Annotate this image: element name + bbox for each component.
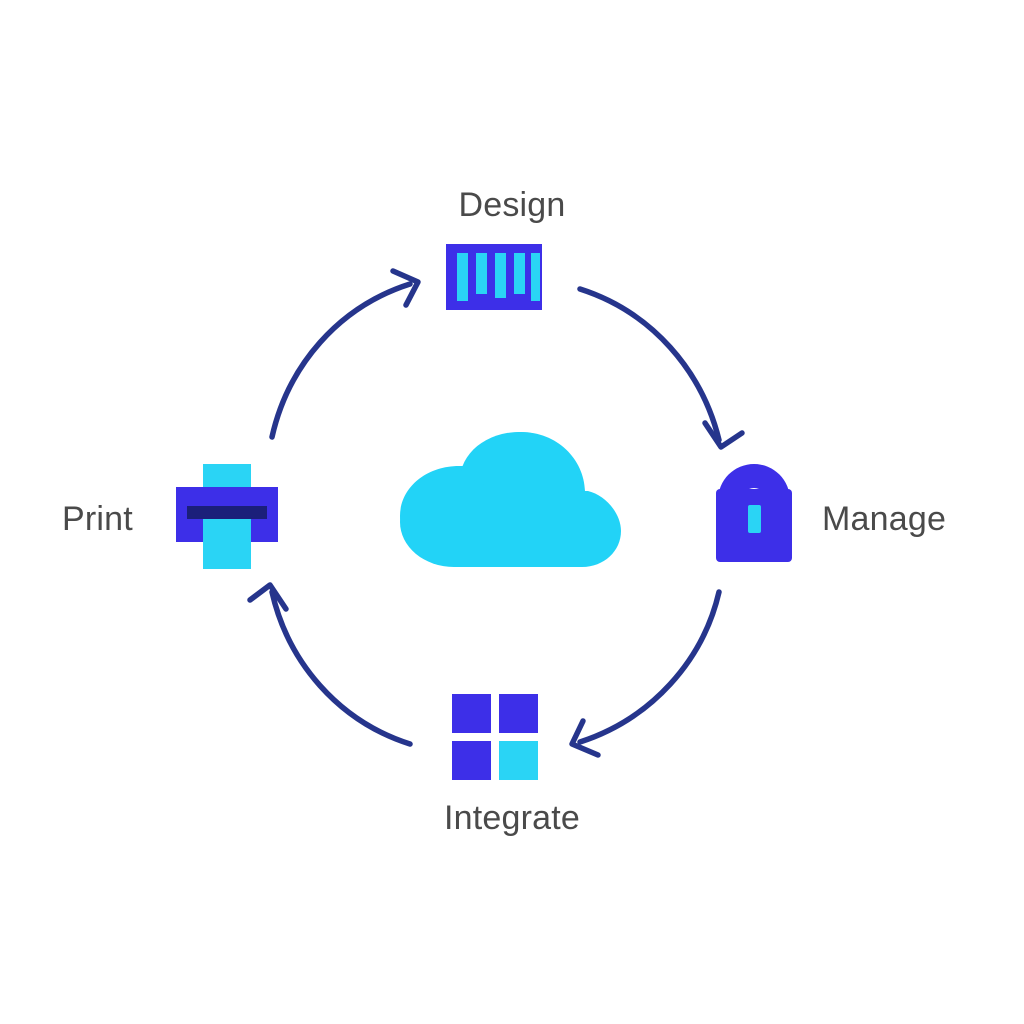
printer-icon [176,464,278,569]
arrow-manage-to-integrate [569,589,722,758]
barcode-icon [446,244,542,310]
node-label-design: Design [458,186,566,224]
node-label-integrate: Integrate [443,799,580,837]
node-label-print: Print [62,500,133,538]
arrow-print-to-design [269,268,421,440]
lock-icon [716,464,792,562]
arrow-integrate-to-print [247,582,413,747]
node-label-manage: Manage [822,500,947,538]
arrow-group [247,268,745,758]
grid-squares-icon [452,694,538,780]
cloud-icon [400,432,621,567]
arrow-design-to-manage [577,286,745,450]
